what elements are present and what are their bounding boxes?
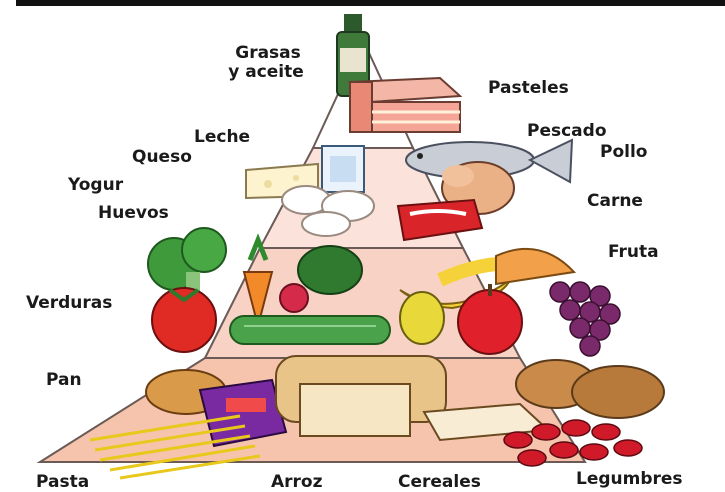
label-aceite: y aceite <box>214 63 318 81</box>
lettuce-icon <box>298 246 362 294</box>
label-pollo: Pollo <box>600 143 647 161</box>
label-carne: Carne <box>587 192 643 210</box>
label-pescado: Pescado <box>527 122 607 140</box>
label-pasta: Pasta <box>36 473 89 491</box>
label-verduras: Verduras <box>26 294 112 312</box>
label-grasas: Grasas <box>218 44 318 62</box>
label-pan: Pan <box>46 371 82 389</box>
pear-icon <box>400 292 444 344</box>
label-fruta: Fruta <box>608 243 659 261</box>
label-leche: Leche <box>194 128 250 146</box>
label-arroz: Arroz <box>271 473 323 491</box>
label-huevos: Huevos <box>98 204 169 222</box>
grapes-icon <box>550 282 620 356</box>
label-pasteles: Pasteles <box>488 79 569 97</box>
label-cereales: Cereales <box>398 473 481 491</box>
label-queso: Queso <box>132 148 192 166</box>
milk-icon <box>322 146 364 192</box>
radish-icon <box>280 284 308 312</box>
cucumber-icon <box>230 316 390 344</box>
cake-icon <box>350 78 460 132</box>
label-legumbres: Legumbres <box>576 470 683 488</box>
top-border <box>0 0 725 6</box>
meat-icon <box>398 200 482 240</box>
label-yogur: Yogur <box>68 176 123 194</box>
melon-icon <box>496 249 574 284</box>
tomato-icon <box>152 288 216 352</box>
